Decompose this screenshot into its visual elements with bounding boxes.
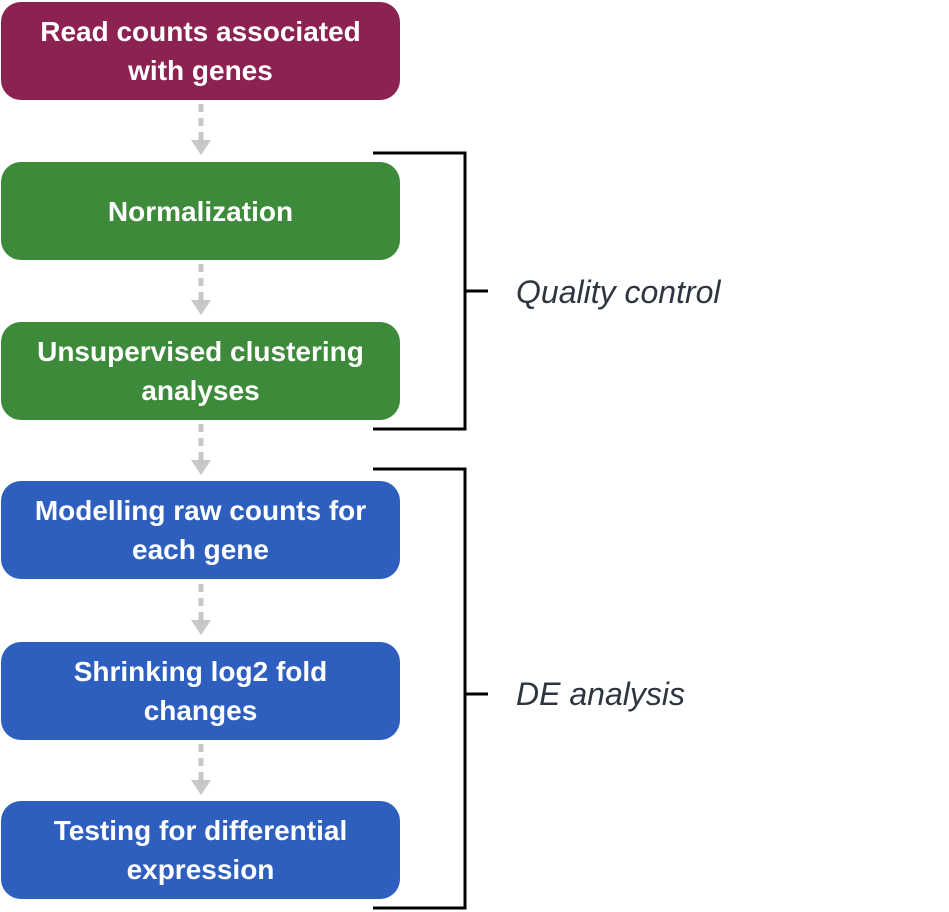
- dashed-arrow-icon: [191, 264, 211, 315]
- step-box-shrinking: Shrinking log2 fold changes: [1, 642, 400, 740]
- dashed-arrow-icon: [191, 584, 211, 635]
- step-label: Unsupervised clustering analyses: [37, 336, 364, 406]
- step-box-clustering: Unsupervised clustering analyses: [1, 322, 400, 420]
- dashed-arrow-icon: [191, 104, 211, 155]
- step-label: Normalization: [107, 195, 294, 227]
- group-label-de-analysis: DE analysis: [516, 676, 685, 712]
- step-label: Modelling raw counts for each gene: [34, 495, 367, 565]
- step-label: Testing for differential expression: [53, 815, 348, 885]
- dashed-arrow-icon: [191, 744, 211, 795]
- dashed-arrow-icon: [191, 424, 211, 475]
- step-box-normalization: Normalization: [1, 162, 400, 260]
- step-box-testing: Testing for differential expression: [1, 801, 400, 899]
- step-label: Shrinking log2 fold changes: [73, 656, 328, 726]
- group-label-quality-control: Quality control: [516, 274, 721, 310]
- step-label: Read counts associated with genes: [40, 16, 361, 86]
- step-box-modelling: Modelling raw counts for each gene: [1, 481, 400, 579]
- step-box-read-counts: Read counts associated with genes: [1, 2, 400, 100]
